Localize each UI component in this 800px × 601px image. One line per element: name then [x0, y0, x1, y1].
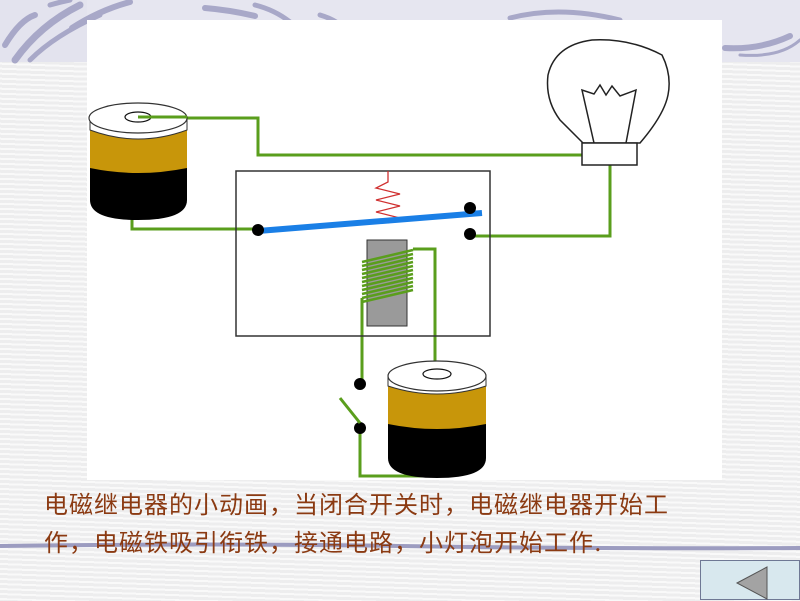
wire-battery1-to-pivot: [130, 218, 258, 231]
wire-bulb-to-contact: [470, 165, 612, 238]
light-bulb-icon: [546, 39, 670, 166]
back-button[interactable]: [700, 560, 800, 600]
wire-coil-to-battery2: [413, 247, 437, 370]
battery-icon-2: [387, 360, 487, 478]
wires: [130, 116, 612, 478]
bulb-base: [581, 142, 638, 166]
wire-switch-to-battery2: [358, 428, 432, 478]
switch-lever[interactable]: [338, 397, 362, 424]
upper-contact: [464, 202, 476, 214]
spring-icon: [374, 171, 403, 224]
slide-caption: 电磁继电器的小动画，当闭合开关时，电磁继电器开始工作，电磁铁吸引衔铁，接通电路，…: [44, 491, 669, 557]
armature-bar: [257, 210, 483, 234]
lower-contact: [464, 228, 476, 240]
electromagnet-coil-icon: [361, 248, 414, 304]
switch-bottom-contact: [354, 422, 366, 434]
relay-housing: [235, 170, 491, 337]
triangle-left-icon: [735, 566, 768, 600]
battery-icon-1: [88, 102, 188, 220]
switch-top-contact: [354, 378, 366, 390]
bulb-filament: [580, 83, 637, 144]
pivot-contact: [252, 224, 264, 236]
wire-battery1-to-bulb: [138, 116, 588, 157]
